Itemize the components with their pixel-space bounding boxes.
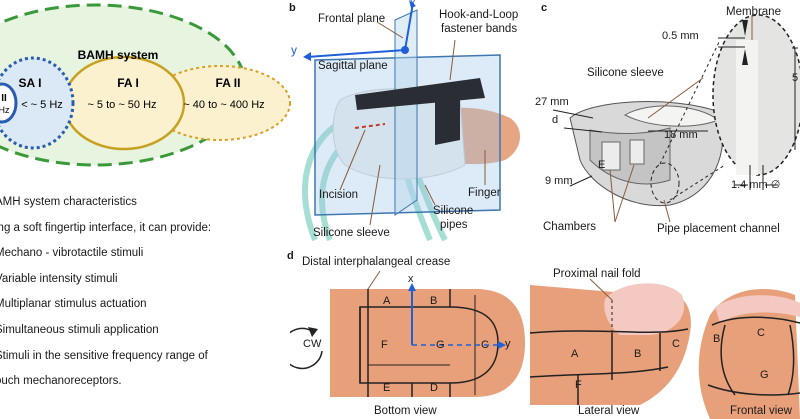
panel-label-c: c — [541, 2, 548, 14]
bottom-view-finger — [330, 289, 525, 397]
cw-label: CW — [303, 338, 322, 350]
panel-d-illustration — [290, 270, 800, 419]
fa2-ellipse — [149, 65, 291, 141]
sa2-label-bottom: Hz — [0, 105, 10, 115]
list-item: Multiplanar stimulus actuation — [0, 298, 147, 311]
silicone-sleeve-label-b: Silicone sleeve — [313, 227, 390, 239]
sa1-range: < ~ 5 Hz — [21, 99, 63, 111]
silicone-sleeve-shape — [332, 88, 466, 180]
list-item: Stimuli in the sensitive frequency range… — [0, 349, 208, 362]
fa1-range: ~ 5 to ~ 50 Hz — [87, 99, 156, 111]
bamh-system-title: BAMH system — [78, 48, 159, 62]
axis-x-label-b: x — [410, 0, 416, 9]
bottom-region-d: D — [430, 382, 438, 394]
axis-y-label-d: y — [505, 338, 511, 350]
fa2-range: ~ 40 to ~ 400 Hz — [183, 99, 264, 111]
frontal-view-label: Frontal view — [730, 405, 792, 417]
incision-line — [354, 123, 386, 129]
lateral-region-c: C — [672, 338, 680, 350]
list-item: Variable intensity stimuli — [0, 272, 118, 285]
fa1-label: FA I — [117, 76, 139, 90]
frontal-nail — [715, 295, 800, 323]
panel-label-b: b — [289, 2, 296, 14]
lateral-region-f: F — [575, 379, 582, 391]
lateral-region-b: B — [634, 348, 642, 360]
chamber — [601, 141, 621, 171]
bottom-region-f: F — [381, 339, 388, 351]
fastener-bands-label: fastener bands — [441, 23, 518, 35]
frontal-region-b: B — [713, 333, 721, 345]
characteristics-intro: ing a soft fingertip interface, it can p… — [0, 221, 212, 234]
lateral-nail — [604, 283, 685, 335]
bottom-view-label: Bottom view — [374, 405, 437, 417]
list-item: Mechano - vibrotactile stimuli — [0, 247, 144, 260]
sa2-label-top: II — [1, 93, 7, 104]
lateral-view-label: Lateral view — [578, 405, 640, 417]
fastener-band-side — [435, 92, 460, 145]
sa1-ellipse — [0, 56, 75, 150]
nail-fold-label: Proximal nail fold — [553, 268, 641, 280]
characteristics-title: AMH system characteristics — [0, 196, 137, 208]
finger-label: Finger — [468, 187, 501, 199]
axis-y-line — [306, 49, 406, 58]
lateral-region-a: A — [571, 348, 579, 360]
sa1-label: SA I — [19, 76, 42, 90]
panel-c-illustration — [552, 14, 800, 223]
list-item: Simultaneous stimuli application — [0, 323, 159, 336]
axis-x-line — [404, 2, 414, 51]
membrane-label: Membrane — [726, 6, 781, 18]
panel-label-d: d — [287, 250, 294, 262]
axis-origin — [401, 46, 409, 54]
bottom-region-a: A — [383, 295, 391, 307]
pipe-channel-circle — [650, 162, 680, 204]
sagittal-plane-label: Sagittal plane — [318, 60, 388, 72]
silicone-pipes — [302, 117, 448, 242]
partial-dim-5: 5 — [792, 72, 799, 84]
panel-a-diagram: BAMH system SA I II Hz < ~ 5 Hz FA I ~ 5… — [0, 3, 291, 167]
dim-18-label: 18 mm — [664, 129, 698, 141]
chamber-e-label: E — [598, 159, 606, 171]
sa2-ellipse — [0, 82, 18, 124]
frontal-plane — [394, 9, 418, 216]
silicone-pipes-label-1: Silicone — [433, 205, 474, 217]
chamber — [629, 139, 645, 165]
panel-b-illustration — [302, 0, 521, 242]
bottom-region-g: G — [436, 339, 445, 351]
bottom-region-c: C — [481, 339, 489, 351]
cw-rotation-arrow — [290, 327, 323, 370]
fa2-label: FA II — [216, 76, 241, 90]
list-item: ouch mechanoreceptors. — [0, 375, 122, 388]
dim-27-label: 27 mm — [535, 96, 569, 108]
crease-label: Distal interphalangeal crease — [302, 256, 451, 268]
frontal-plane-label: Frontal plane — [318, 13, 386, 25]
characteristics-list: AMH system characteristics ing a soft fi… — [0, 190, 211, 395]
hook-loop-label: Hook-and-Loop — [439, 9, 519, 21]
bottom-region-e: E — [383, 382, 391, 394]
dim-9-label: 9 mm — [545, 175, 573, 187]
bottom-region-b: B — [430, 295, 438, 307]
frontal-region-g: G — [760, 369, 769, 381]
axis-y-label-b: y — [291, 43, 297, 57]
silicone-sleeve-label-c: Silicone sleeve — [587, 67, 664, 79]
chambers-label: Chambers — [543, 221, 597, 233]
frontal-region-c: C — [757, 327, 765, 339]
dim-05-label: 0.5 mm — [662, 30, 699, 42]
silicone-pipes-label-2: pipes — [440, 219, 468, 231]
axis-x-label-d: x — [408, 273, 414, 285]
incision-label: Incision — [319, 189, 358, 201]
dim-14-label: 1.4 mm ∅ — [731, 179, 781, 191]
dim-d-label: d — [552, 114, 559, 126]
pipe-channel-label: Pipe placement channel — [657, 223, 780, 235]
fastener-band-top — [355, 78, 485, 110]
